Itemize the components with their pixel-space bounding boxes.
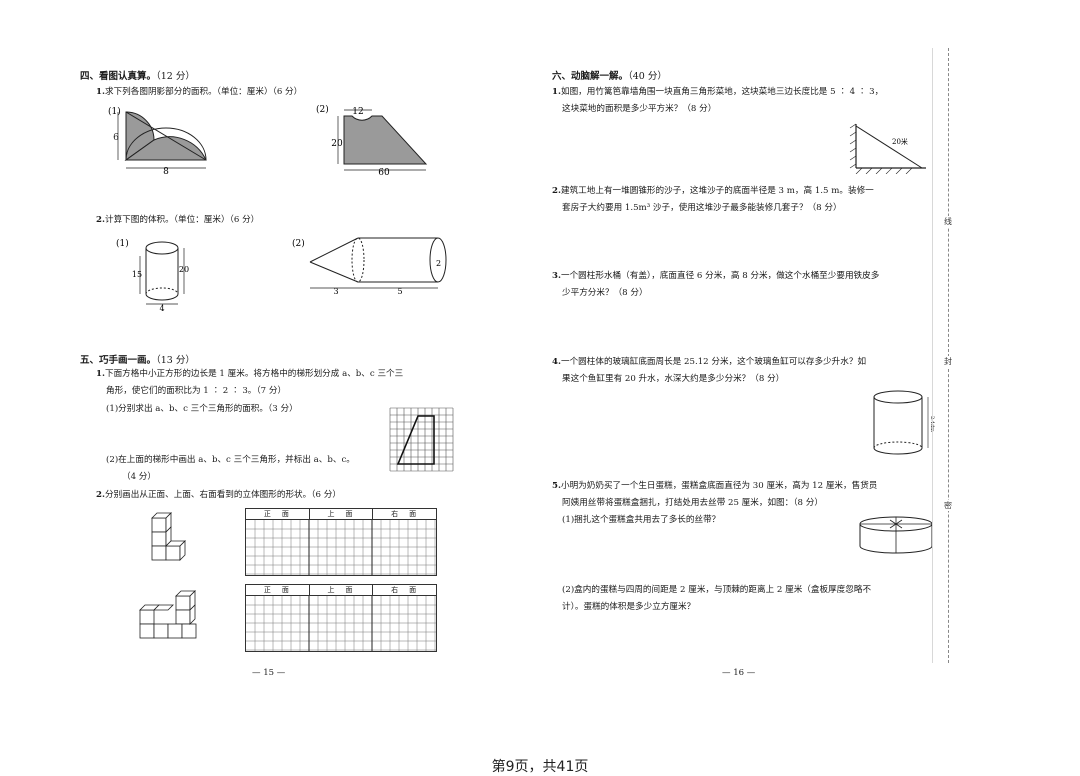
drawing-grid-1[interactable]: 正 面上 面 右 面 — [245, 508, 437, 576]
s6-q4-line1: 4.一个圆柱体的玻璃缸底面周长是 25.12 分米，这个玻璃鱼缸可以存多少升水？… — [552, 357, 867, 367]
s6-q5-sub1: (1)捆扎这个蛋糕盒共用去了多长的丝带？ — [562, 515, 721, 525]
s6-q2-line2: 套房子大约要用 1.5m³ 沙子，使用这堆沙子最多能装修几套子？（8 分） — [562, 203, 842, 213]
svg-text:4: 4 — [159, 304, 164, 313]
s6-q3-line2: 少平方分米？（8 分） — [562, 288, 648, 298]
header-right: 右 面 — [391, 510, 419, 518]
header-right: 右 面 — [391, 586, 419, 594]
s5-q1-sub2b: （4 分） — [122, 472, 156, 482]
svg-text:(2): (2) — [292, 238, 305, 249]
binding-cut-line — [948, 48, 949, 663]
s6-q5-sub2b: 计）。蛋糕的体积是多少立方厘米？ — [562, 602, 696, 612]
sidebar-char-xian: 线 — [944, 216, 952, 227]
svg-text:20米: 20米 — [892, 137, 908, 146]
s4-q1-figure-2: (2) 12 20 60 — [316, 104, 428, 178]
svg-text:2: 2 — [436, 259, 441, 268]
page-footer: 第9页，共41页 — [491, 759, 589, 775]
s6-q2-line1: 2.建筑工地上有一堆圆锥形的沙子，这堆沙子的底面半径是 3 m，高 1.5 m。… — [552, 186, 874, 196]
svg-text:(1): (1) — [108, 106, 121, 117]
s6-q5-line1: 5.小明为奶奶买了一个生日蛋糕，蛋糕盒底面直径为 30 厘米，高为 12 厘米，… — [552, 481, 878, 491]
svg-text:(2): (2) — [316, 104, 329, 115]
s4-q2-figure-2: (2) 2 3 5 — [292, 237, 447, 296]
glass-tank-cylinder-figure: 2.4dm — [873, 390, 935, 455]
header-top: 上 面 — [310, 585, 374, 595]
header-front: 正 面 — [246, 509, 310, 519]
s6-q5-sub2: (2)盒内的蛋糕与四周的间距是 2 厘米，与顶棘的距离上 2 厘米（盒板厚度忽略… — [562, 585, 872, 595]
s6-q3-line1: 3.一个圆柱形水桶（有盖），底面直径 6 分米，高 8 分米，做这个水桶至少要用… — [552, 271, 880, 281]
svg-text:20: 20 — [331, 139, 343, 149]
sidebar-char-mi: 密 — [944, 500, 952, 511]
s4-q2-figure-1: (1) 15 20 4 — [116, 238, 189, 313]
s5-q1-line1: 1.下面方格中小正方形的边长是 1 厘米。将方格中的梯形划分成 a、b、c 三个… — [96, 369, 404, 379]
s5-q1-sub1: (1)分别求出 a、b、c 三个三角形的面积。（3 分） — [106, 404, 298, 414]
s6-q1-line1: 1.如图，用竹篱笆靠墙角围一块直角三角形菜地，这块菜地三边长度比是 5 ∶ 4 … — [552, 87, 884, 97]
s5-q1-line2: 角形，使它们的面积比为 1 ∶ 2 ∶ 3。（7 分） — [106, 386, 287, 396]
header-top: 上 面 — [310, 509, 374, 519]
s5-q1-sub2: (2)在上面的梯形中画出 a、b、c 三个三角形，并标出 a、b、c。 — [106, 455, 355, 465]
cube-figure-1 — [151, 512, 186, 561]
wall-corner-triangle-figure: 20米 — [849, 123, 926, 174]
s4-q1-text: 1.求下列各图阴影部分的面积。（单位：厘米）（6 分） — [96, 87, 303, 97]
sidebar-char-feng: 封 — [944, 356, 952, 367]
svg-text:(1): (1) — [116, 238, 129, 249]
cube-figure-2 — [139, 590, 197, 639]
svg-text:5: 5 — [397, 287, 402, 296]
svg-text:8: 8 — [163, 167, 169, 177]
svg-text:15: 15 — [132, 270, 142, 279]
s4-q1-figure-1: (1) 6 8 — [108, 106, 207, 177]
section-6-title: 六、动脑解一解。（40 分） — [552, 71, 667, 82]
svg-text:6: 6 — [113, 133, 119, 143]
cake-box-figure — [859, 516, 933, 554]
section-4-title: 四、看图认真算。（12 分） — [80, 71, 195, 82]
s6-q1-line2: 这块菜地的面积是多少平方米？（8 分） — [562, 104, 717, 114]
binding-margin-line — [932, 48, 933, 663]
drawing-grid-2[interactable]: 正 面上 面 右 面 — [245, 584, 437, 652]
s6-q4-line2: 果这个鱼缸里有 20 升水，水深大约是多少分米？（8 分） — [562, 374, 785, 384]
svg-text:12: 12 — [352, 107, 363, 117]
page-number-left: — 15 — — [252, 668, 286, 678]
trapezoid-grid — [389, 407, 454, 472]
s5-q2-text: 2.分别画出从正面、上面、右面看到的立体图形的形状。（6 分） — [96, 490, 341, 500]
page-number-right: — 16 — — [722, 668, 756, 678]
svg-text:60: 60 — [378, 168, 390, 178]
s4-q2-text: 2.计算下图的体积。（单位：厘米）（6 分） — [96, 215, 260, 225]
s6-q5-line2: 阿姨用丝带将蛋糕盒捆扎，打结处用去丝带 25 厘米，如图：（8 分） — [562, 498, 823, 508]
svg-text:20: 20 — [179, 265, 189, 274]
section-5-title: 五、巧手画一画。（13 分） — [80, 355, 195, 366]
header-front: 正 面 — [246, 585, 310, 595]
svg-text:3: 3 — [333, 287, 338, 296]
